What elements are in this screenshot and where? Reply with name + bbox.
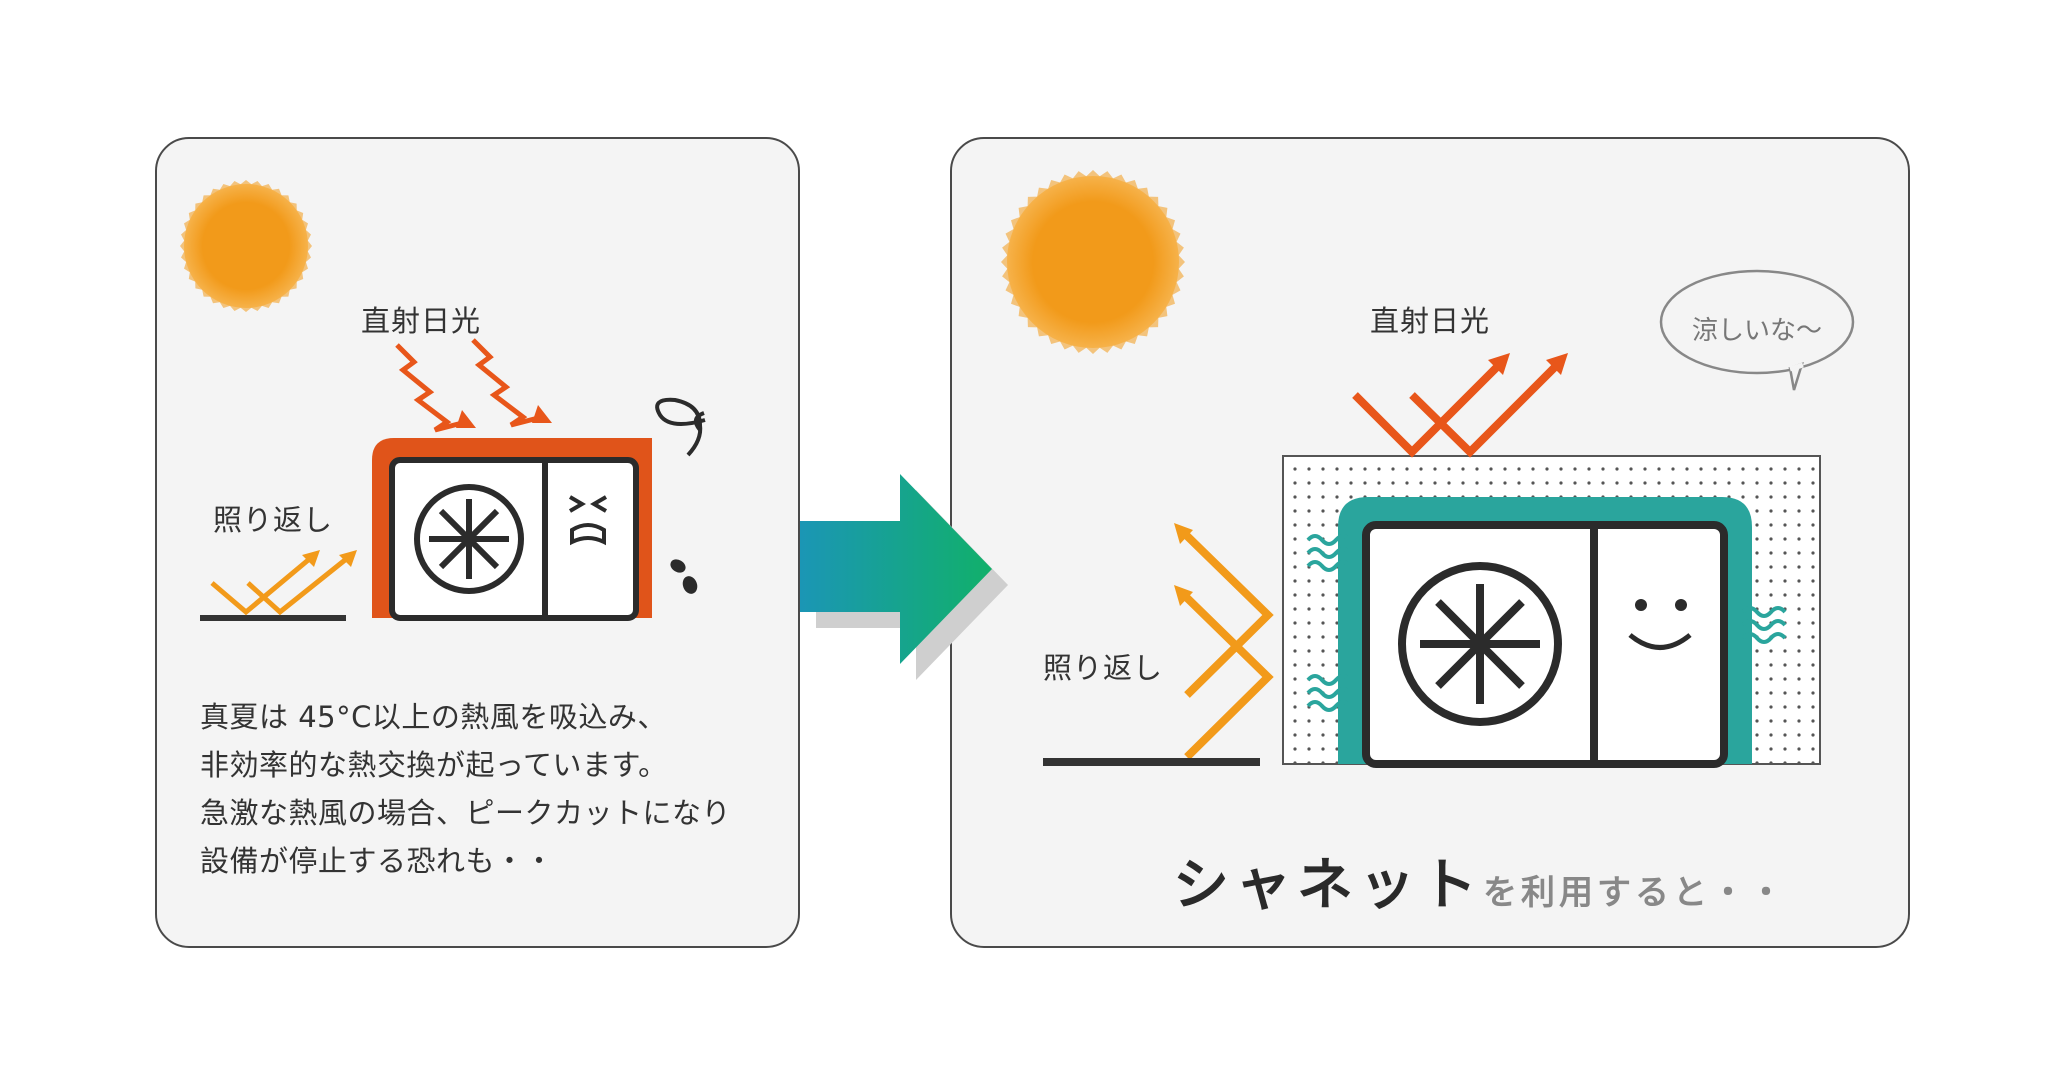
- sun-icon: [1007, 176, 1179, 348]
- description-line: 急激な熱風の場合、ピークカットになり: [200, 796, 732, 830]
- description-line: 真夏は 45°C以上の熱風を吸込み、: [200, 700, 667, 734]
- smiling-face-icon: [1628, 599, 1692, 650]
- brand-name: シャネット: [1173, 853, 1483, 918]
- sweat-marks: [655, 397, 706, 594]
- fan-icon: [1398, 562, 1562, 726]
- reflection-label: 照り返し: [1043, 651, 1164, 685]
- direct-sunlight-label: 直射日光: [1370, 304, 1491, 338]
- speech-bubble-text: 涼しいな〜: [1691, 316, 1822, 346]
- distressed-face-icon: [568, 495, 608, 546]
- description-line: 設備が停止する恐れも・・: [200, 844, 555, 878]
- deflected-reflection: [1043, 523, 1274, 766]
- problem-description: 真夏は 45°C以上の熱風を吸込み、 非効率的な熱交換が起っています。 急激な熱…: [200, 693, 731, 885]
- direct-sunlight-label: 直射日光: [361, 304, 482, 338]
- cool-ac-unit: [1338, 497, 1752, 768]
- fan-icon: [414, 484, 524, 594]
- speech-bubble: [1659, 269, 1855, 391]
- direct-sunlight-rays: [395, 338, 552, 433]
- brand-suffix: を利用すると・・: [1483, 873, 1787, 913]
- brand-caption: シャネットを利用すると・・: [1173, 840, 1787, 921]
- description-line: 非効率的な熱交換が起っています。: [200, 748, 668, 782]
- deflected-sunlight: [1352, 353, 1568, 458]
- heat-wave-icon: [1306, 534, 1787, 712]
- reflection-rays: [200, 550, 357, 621]
- sun-icon: [184, 184, 308, 308]
- reflection-label: 照り返し: [213, 503, 334, 537]
- right-arrow-icon: [800, 474, 1008, 680]
- hot-ac-unit: [372, 438, 652, 621]
